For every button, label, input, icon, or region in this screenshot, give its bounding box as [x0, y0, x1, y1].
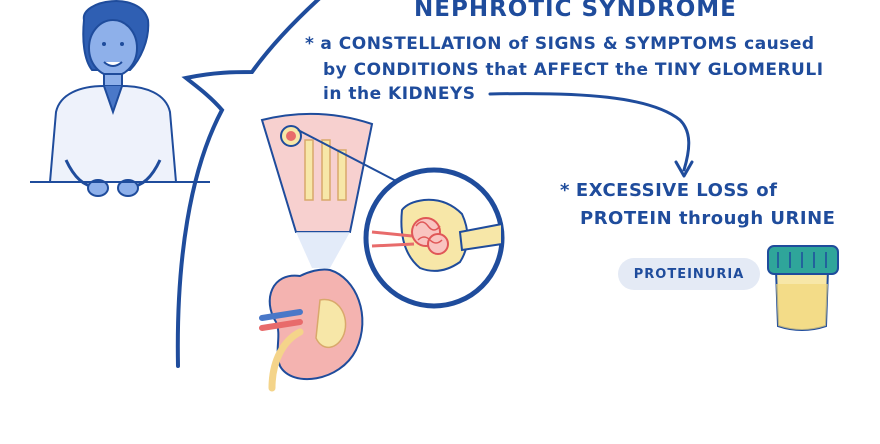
bullet-star-icon: *: [305, 34, 315, 54]
glomerulus-zoom: [363, 167, 505, 309]
consequence-text-1: EXCESSIVE LOSS of: [575, 180, 778, 201]
consequence-line-2: PROTEIN through URINE: [580, 208, 836, 229]
urine-sample-cup: [767, 245, 839, 331]
bullet-star-icon: *: [560, 180, 570, 201]
consequence-line-1: *EXCESSIVE LOSS of: [560, 180, 777, 201]
kidney-illustration: [259, 268, 364, 392]
curved-arrow-icon: [488, 92, 691, 172]
definition-line-1: *a CONSTELLATION of SIGNS & SYMPTOMS cau…: [305, 34, 815, 54]
proteinuria-label: PROTEINURIA: [633, 266, 745, 282]
proteinuria-badge: PROTEINURIA: [618, 258, 760, 290]
definition-line-3: in the KIDNEYS: [323, 84, 476, 104]
definition-text-1: a CONSTELLATION of SIGNS & SYMPTOMS caus…: [320, 34, 815, 54]
instructor-figure: [30, 0, 210, 197]
nephron-zoom: [260, 112, 399, 268]
speech-bubble-outline: [175, 0, 321, 368]
page-title: NEPHROTIC SYNDROME: [414, 0, 737, 22]
definition-line-2: by CONDITIONS that AFFECT the TINY GLOME…: [323, 60, 824, 80]
